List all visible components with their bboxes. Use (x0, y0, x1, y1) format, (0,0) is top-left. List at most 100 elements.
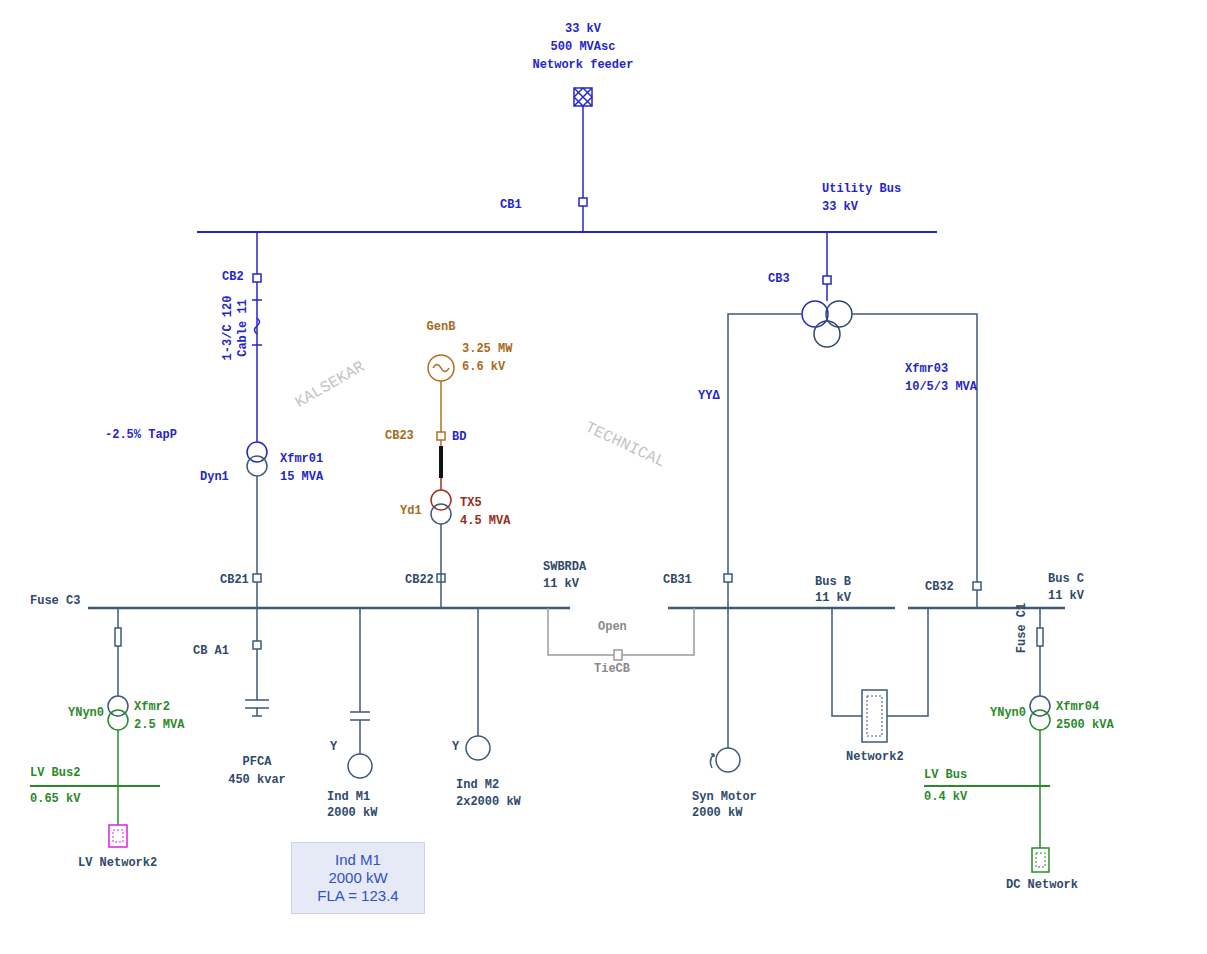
fuse (115, 628, 121, 646)
bus-bar (908, 607, 1065, 610)
breaker (253, 274, 261, 282)
label-text: Dyn1 (200, 470, 229, 484)
label-text: Xfmr01 (280, 452, 323, 466)
label-text: SWBRDA (543, 560, 586, 574)
label-text: 11 kV (815, 591, 851, 605)
fuse (1037, 628, 1043, 646)
label-text: Bus B (815, 575, 851, 589)
watermark: TECHNICAL (582, 419, 668, 472)
transformer-winding (1030, 710, 1050, 730)
transformer-winding (826, 301, 852, 327)
label-text: 3.25 MW (462, 342, 512, 356)
network-block: Network2 (846, 750, 904, 764)
motor-symbol (716, 748, 740, 772)
node-text: DC Network (1006, 878, 1078, 892)
watermark: KALSEKAR (292, 358, 368, 412)
label-text: 11 kV (543, 577, 579, 591)
label-text: Xfmr04 (1056, 700, 1099, 714)
label-text: TX5 (460, 496, 482, 510)
label-text: 6.6 kV (462, 360, 505, 374)
label-text: 4.5 MVA (460, 514, 510, 528)
info-box: Ind M12000 kWFLA = 123.4 (291, 842, 425, 914)
label-text: TieCB (594, 662, 630, 676)
label-text: 2000 kW (327, 806, 377, 820)
feeder-symbol (574, 88, 592, 106)
label-text: BD (452, 430, 466, 444)
bus-duct (439, 446, 443, 478)
label-text: Bus C (1048, 572, 1084, 586)
label-text: GenB (427, 320, 456, 334)
transformer-winding (108, 710, 128, 730)
dc-network-block (1032, 848, 1049, 872)
label-text: Utility Bus (822, 182, 901, 196)
generator-symbol (428, 355, 454, 381)
label-text: Ind M1 (327, 790, 370, 804)
label-text: PFCA (243, 755, 272, 769)
node-text: FLA = 123.4 (302, 887, 414, 905)
label-text: 2.5 MVA (134, 718, 184, 732)
label-text: Xfmr2 (134, 700, 170, 714)
label-text: Fuse C1 (1015, 603, 1029, 653)
label-text: CB23 (385, 429, 414, 443)
label-text: 1-3/C 120 (221, 296, 235, 361)
transformer-winding (814, 321, 840, 347)
breaker (823, 276, 831, 284)
label-text: 0.65 kV (30, 792, 80, 806)
label-text: CB32 (925, 580, 954, 594)
node-text: Ind M1 (302, 851, 414, 869)
label-text: CB2 (222, 270, 244, 284)
label-text: Xfmr03 (905, 362, 948, 376)
network-block (862, 690, 887, 742)
node-text: 2000 kW (302, 869, 414, 887)
label-text: Syn Motor (692, 790, 757, 804)
label-text: CB22 (405, 573, 434, 587)
label-text: 2x2000 kW (456, 795, 521, 809)
label-text: CB A1 (193, 644, 229, 658)
network-block: LV Network2 (78, 856, 157, 870)
utility-bus (197, 231, 937, 233)
breaker (253, 574, 261, 582)
label-text: 500 MVAsc (551, 40, 616, 54)
breaker (437, 432, 445, 440)
label-text: YYΔ (698, 389, 720, 403)
label-text: 450 kvar (228, 773, 286, 787)
lv-bus (924, 785, 1050, 787)
transformer-winding (247, 456, 267, 476)
capacitor-symbol (245, 700, 269, 716)
label-text: 15 MVA (280, 470, 323, 484)
motor-symbol (348, 754, 372, 778)
label-text: Yd1 (400, 504, 422, 518)
node-text: LV Network2 (78, 856, 157, 870)
breaker (253, 641, 261, 649)
label-text: CB1 (500, 198, 522, 212)
label-text: Open (598, 620, 627, 634)
breaker (724, 574, 732, 582)
label-text: 33 kV (565, 22, 601, 36)
capacitor-symbol (350, 712, 370, 754)
transformer-winding (802, 301, 828, 327)
label-text: 2500 kVA (1056, 718, 1114, 732)
label-text: 11 kV (1048, 589, 1084, 603)
bus-bar (668, 607, 895, 610)
label-text: Cable 11 (236, 299, 250, 357)
label-text: YNyn0 (990, 706, 1026, 720)
label-text: LV Bus (924, 768, 967, 782)
breaker (973, 582, 981, 590)
label-text: CB21 (220, 573, 249, 587)
label-text: -2.5% TapP (105, 428, 177, 442)
lv-network-block (109, 825, 127, 847)
cable-symbol (252, 300, 262, 345)
network-block: DC Network (1006, 878, 1078, 892)
motor-symbol (466, 736, 490, 760)
label-text: 0.4 kV (924, 790, 967, 804)
label-text: 10/5/3 MVA (905, 380, 977, 394)
label-text: LV Bus2 (30, 766, 80, 780)
label-text: 33 kV (822, 200, 858, 214)
breaker (579, 198, 587, 206)
node-text: Network2 (846, 750, 904, 764)
label-text: Y (330, 740, 337, 754)
lv-bus (30, 785, 160, 787)
bus-bar (88, 607, 570, 610)
label-text: Ind M2 (456, 778, 499, 792)
